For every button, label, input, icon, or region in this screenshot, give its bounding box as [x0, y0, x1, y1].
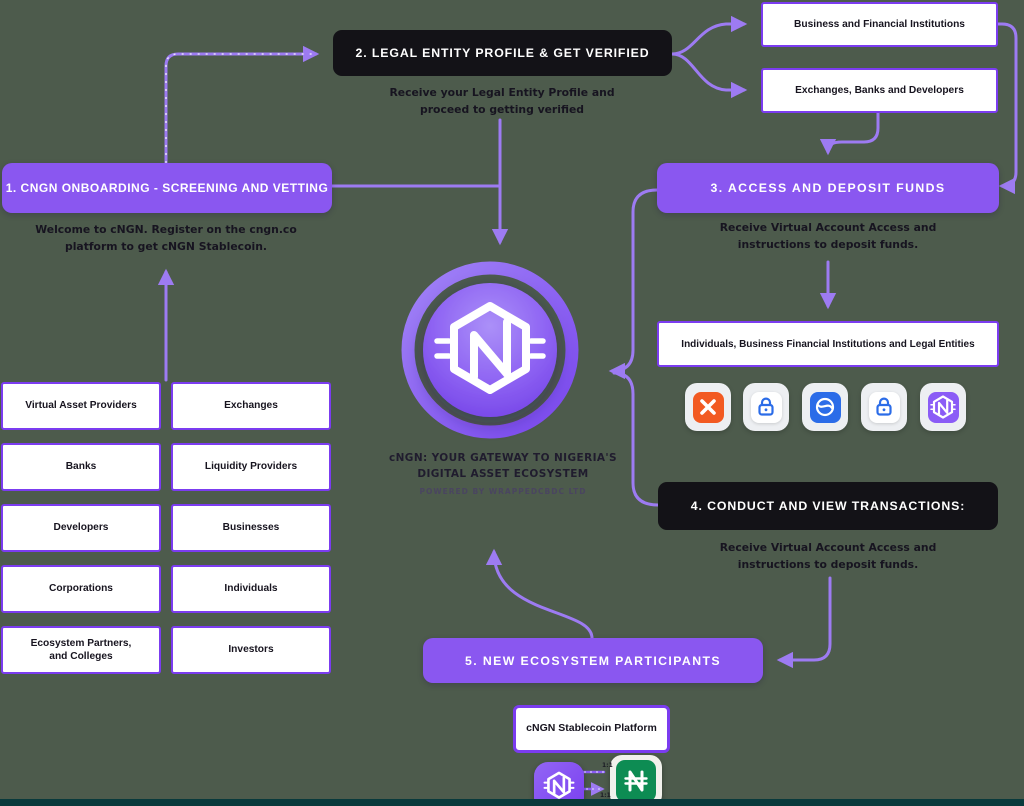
grid-box-businesses: Businesses: [171, 504, 331, 552]
grid-box-ecosystem-partners: Ecosystem Partners, and Colleges: [1, 626, 161, 674]
grid-box-liquidity-providers: Liquidity Providers: [171, 443, 331, 491]
naira-glyph-icon: [616, 760, 656, 802]
cngn-mini-logo-icon: [927, 391, 959, 423]
step3-caption: Receive Virtual Account Access and instr…: [719, 221, 937, 252]
grid-box-individuals: Individuals: [171, 565, 331, 613]
exchanges-banks-developers-box: Exchanges, Banks and Developers: [761, 68, 998, 113]
swap-ratio-bottom: 1:1: [600, 792, 611, 799]
globe-swirl-icon: [809, 391, 841, 423]
step4-box: 4. CONDUCT AND VIEW TRANSACTIONS:: [658, 482, 998, 530]
connector-dash-accent: [165, 53, 316, 163]
step2-title: 2. LEGAL ENTITY PROFILE & GET VERIFIED: [355, 46, 650, 60]
padlock-icon: [868, 391, 900, 423]
step3-title: 3. ACCESS AND DEPOSIT FUNDS: [710, 181, 946, 195]
step5-title: 5. NEW ECOSYSTEM PARTICIPANTS: [464, 653, 722, 668]
padlock-app-icon-2: [861, 383, 907, 431]
connector-exchanges-to-step3: [819, 111, 880, 156]
padlock-icon: [750, 391, 782, 423]
center-tagline-line2: DIGITAL ASSET ECOSYSTEM: [417, 468, 589, 480]
step2-caption: Receive your Legal Entity Profile and pr…: [389, 86, 615, 117]
grid-box-developers: Developers: [1, 504, 161, 552]
business-financial-institutions-box: Business and Financial Institutions: [761, 2, 998, 47]
step4-title: 4. CONDUCT AND VIEW TRANSACTIONS:: [690, 499, 966, 513]
xend-app-icon: [685, 383, 731, 431]
step4-caption: Receive Virtual Account Access and instr…: [719, 541, 937, 572]
cngn-coin-emblem: [401, 261, 579, 439]
cngn-platform-box: cNGN Stablecoin Platform: [513, 705, 670, 753]
step1-caption: Welcome to cNGN. Register on the cngn.co…: [35, 223, 297, 254]
participants-box: Individuals, Business Financial Institut…: [657, 321, 999, 367]
grid-box-exchanges: Exchanges: [171, 382, 331, 430]
bottom-edge-strip: [0, 799, 1024, 806]
connector-step1-to-step2: [164, 45, 320, 165]
step5-box: 5. NEW ECOSYSTEM PARTICIPANTS: [423, 638, 763, 683]
connector-step3-to-center: [608, 188, 659, 380]
step1-title: 1. CNGN ONBOARDING - SCREENING AND VETTI…: [5, 181, 329, 195]
step1-box: 1. CNGN ONBOARDING - SCREENING AND VETTI…: [2, 163, 332, 213]
connector-step2-to-business-box: [670, 15, 748, 56]
grid-box-virtual-asset-providers: Virtual Asset Providers: [1, 382, 161, 430]
connector-step4-to-center: [612, 371, 660, 507]
step3-box: 3. ACCESS AND DEPOSIT FUNDS: [657, 163, 999, 213]
grid-box-investors: Investors: [171, 626, 331, 674]
globe-app-icon: [802, 383, 848, 431]
connector-step4-to-step5: [776, 576, 832, 669]
connector-business-to-step3: [996, 22, 1018, 195]
swap-ratio-top: 1:1: [602, 762, 613, 769]
padlock-app-icon: [743, 383, 789, 431]
step2-box: 2. LEGAL ENTITY PROFILE & GET VERIFIED: [333, 30, 672, 76]
cngn-app-icon: [920, 383, 966, 431]
center-tagline-line1: cNGN: YOUR GATEWAY TO NIGERIA'S: [389, 452, 617, 464]
grid-box-banks: Banks: [1, 443, 161, 491]
powered-by-label: POWERED BY WRAPPEDCBDC LTD: [419, 487, 587, 496]
naira-coin-icon: [610, 755, 662, 806]
grid-box-corporations: Corporations: [1, 565, 161, 613]
cngn-hexagon-n-logo: [434, 302, 546, 394]
connector-step5-to-center: [485, 548, 594, 640]
x-glyph-icon: [692, 391, 724, 423]
connector-step2-to-exchanges-box: [670, 52, 748, 99]
